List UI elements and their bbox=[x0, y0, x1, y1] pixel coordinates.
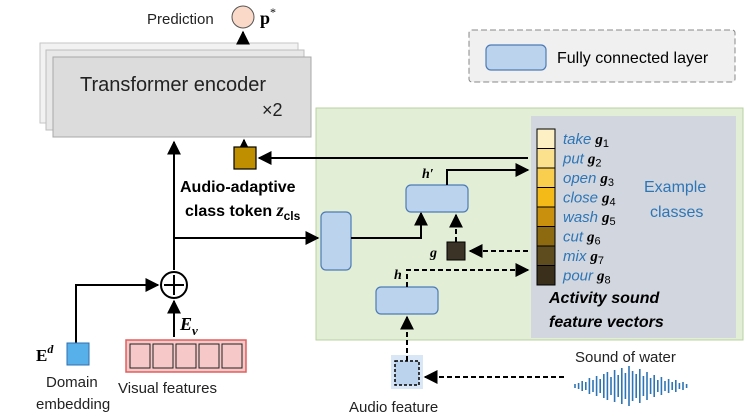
fc-h bbox=[375, 286, 439, 315]
arrow-hprime-to-classes bbox=[446, 163, 530, 185]
visual-feature-cell bbox=[221, 343, 243, 369]
arrow-ed-to-sum bbox=[75, 278, 160, 343]
class-swatch-cut bbox=[536, 226, 556, 247]
ev-label: Ev bbox=[179, 314, 198, 338]
prediction-label: Prediction bbox=[147, 11, 214, 28]
legend-label: Fully connected layer bbox=[557, 50, 709, 67]
domain-line1: Domain bbox=[46, 374, 98, 391]
encoder-front bbox=[52, 56, 312, 138]
visual-feature-cell bbox=[152, 343, 174, 369]
class-swatch-column bbox=[536, 128, 556, 286]
visual-feature-cell bbox=[175, 343, 197, 369]
fc-h-prime bbox=[405, 184, 469, 213]
g-label: g bbox=[429, 246, 437, 261]
encoder-label: Transformer encoder bbox=[80, 74, 266, 96]
ed-box bbox=[66, 342, 90, 366]
class-token-line2: class token zcls bbox=[185, 200, 301, 223]
visual-features-strip bbox=[125, 339, 247, 373]
class-token-box bbox=[233, 146, 257, 170]
domain-line2: embedding bbox=[36, 396, 110, 413]
activity-sound-line2: feature vectors bbox=[549, 314, 664, 331]
arrow-tall-to-hprime bbox=[351, 211, 428, 239]
visual-feature-cell bbox=[198, 343, 220, 369]
prediction-symbol: p* bbox=[260, 5, 276, 28]
class-swatch-mix bbox=[536, 245, 556, 266]
visual-features-label: Visual features bbox=[118, 380, 217, 397]
arrow-h-to-classes bbox=[406, 263, 530, 287]
class-swatch-pour bbox=[536, 265, 556, 286]
audio-feature-box bbox=[394, 360, 420, 386]
g-box bbox=[446, 241, 466, 261]
class-token-line1: Audio-adaptive bbox=[180, 179, 296, 196]
h-prime-label: h′ bbox=[422, 167, 434, 182]
prediction-circle bbox=[231, 5, 255, 29]
sound-of-water-label: Sound of water bbox=[575, 349, 676, 366]
h-label: h bbox=[394, 268, 402, 283]
ed-label: Ed bbox=[36, 342, 54, 365]
tall-fc bbox=[320, 211, 352, 271]
class-swatch-wash bbox=[536, 206, 556, 227]
class-swatch-take bbox=[536, 128, 556, 149]
example-classes-line2: classes bbox=[650, 204, 703, 221]
class-swatch-close bbox=[536, 187, 556, 208]
class-swatch-open bbox=[536, 167, 556, 188]
class-swatch-put bbox=[536, 148, 556, 169]
audio-feature-label: Audio feature bbox=[349, 399, 438, 416]
legend-fc-swatch bbox=[485, 44, 547, 71]
gray-panel bbox=[531, 116, 736, 338]
encoder-repeat: ×2 bbox=[262, 100, 283, 120]
example-classes-line1: Example bbox=[644, 179, 706, 196]
waveform bbox=[574, 366, 688, 406]
visual-feature-cell bbox=[129, 343, 151, 369]
activity-sound-line1: Activity sound bbox=[548, 290, 660, 307]
